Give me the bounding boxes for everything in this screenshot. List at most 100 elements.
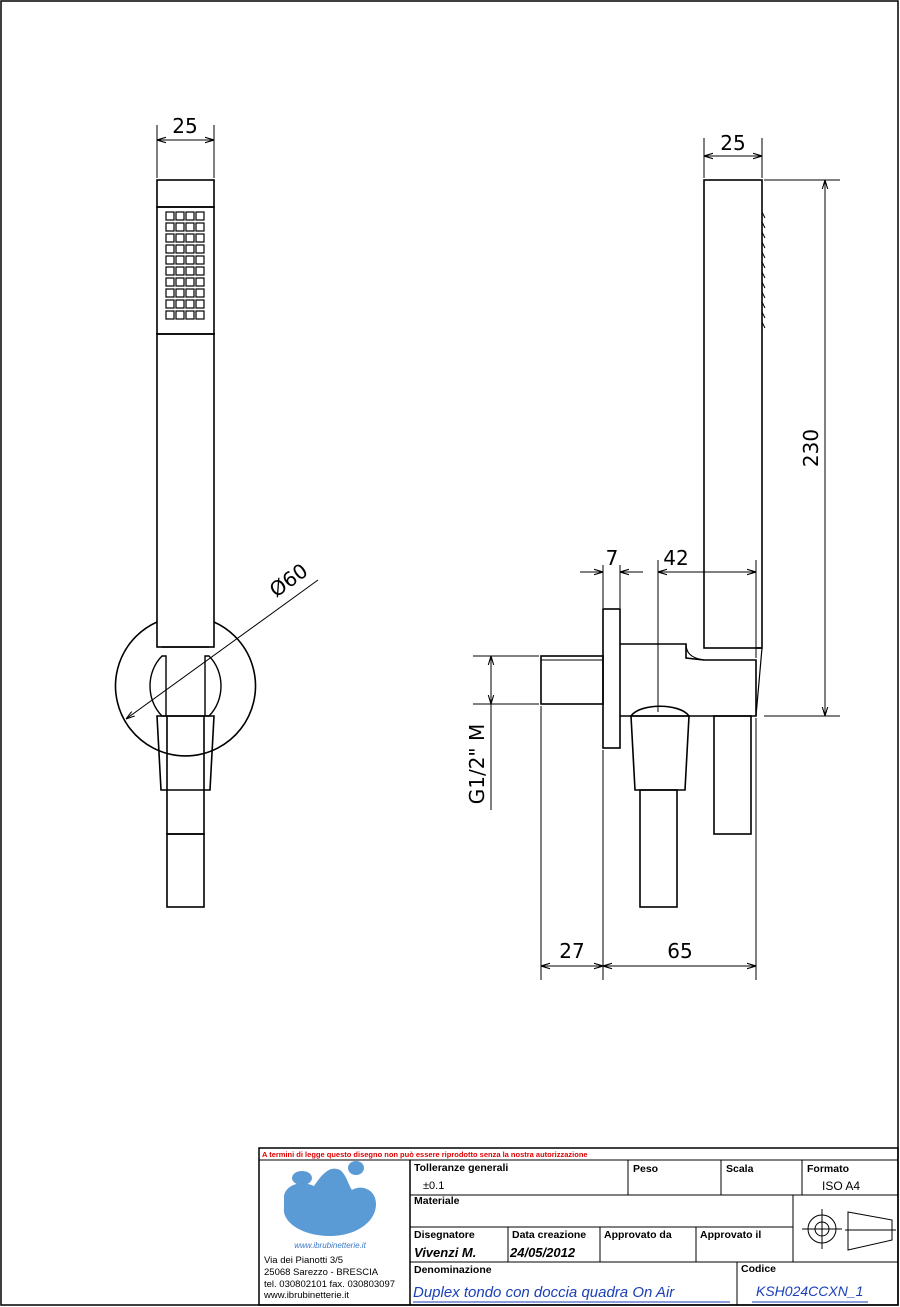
side-view	[540, 179, 766, 908]
logo-shape	[283, 1168, 376, 1236]
nozzle	[175, 211, 185, 221]
nozzle	[195, 211, 205, 221]
nozzle	[185, 244, 195, 254]
nozzle-grid	[165, 211, 205, 320]
nozzle	[185, 277, 195, 287]
nozzle	[195, 310, 205, 320]
hand-shower-handle	[156, 333, 215, 648]
inlet-pipe	[540, 655, 604, 705]
material-label: Materiale	[414, 1195, 460, 1207]
nozzle	[175, 266, 185, 276]
nozzle-edge-tick	[761, 231, 766, 239]
front-width-dimension	[156, 125, 215, 178]
name-value: Duplex tondo con doccia quadra On Air	[413, 1284, 675, 1301]
address-line1: Via dei Pianotti 3/5	[264, 1255, 343, 1266]
nozzle	[165, 255, 175, 265]
side-width-label: 25	[720, 131, 745, 155]
nozzle-edge-tick	[761, 321, 766, 329]
nozzle	[185, 288, 195, 298]
bracket-right-ear	[204, 655, 222, 717]
approved-on-label: Approvato il	[700, 1229, 761, 1241]
thread-label: G1/2" M	[465, 724, 489, 805]
nozzle	[185, 255, 195, 265]
ball-joint	[630, 705, 690, 717]
nozzle	[185, 299, 195, 309]
nozzle-edge-tick	[761, 251, 766, 259]
format-label: Formato	[807, 1163, 849, 1175]
bracket-circle	[114, 621, 257, 757]
weight-label: Peso	[633, 1163, 658, 1175]
nozzle	[165, 266, 175, 276]
name-label: Denominazione	[414, 1264, 492, 1276]
nozzle	[195, 244, 205, 254]
code-value: KSH024CCXN_1	[756, 1283, 863, 1299]
nozzle	[195, 255, 205, 265]
nozzle	[175, 255, 185, 265]
nozzle	[185, 266, 195, 276]
designer-label: Disegnatore	[414, 1229, 475, 1241]
code-label: Codice	[741, 1263, 776, 1275]
nozzle	[195, 266, 205, 276]
nozzle	[175, 310, 185, 320]
logo-website: www.ibrubinetterie.it	[294, 1241, 366, 1250]
diameter-label: Ø60	[265, 558, 312, 602]
nozzle	[185, 233, 195, 243]
nozzle	[175, 288, 185, 298]
tolerances-value: ±0.1	[423, 1180, 444, 1192]
nozzle	[175, 277, 185, 287]
nozzle-edge-tick	[761, 291, 766, 299]
flange-thickness-label: 7	[606, 546, 619, 570]
nozzle-edge-tick	[761, 221, 766, 229]
scale-label: Scala	[726, 1163, 754, 1175]
nozzle	[165, 233, 175, 243]
nozzle-edge-tick	[761, 311, 766, 319]
nozzle	[175, 222, 185, 232]
nozzle-edge-tick	[761, 211, 766, 219]
nozzle	[185, 211, 195, 221]
side-hose-pipe	[639, 789, 678, 908]
bottom-pipe	[713, 715, 752, 835]
company-phone: tel. 030802101 fax. 030803097	[264, 1279, 395, 1290]
diameter-dimension	[126, 579, 319, 719]
nozzle	[195, 233, 205, 243]
bracket-left-ear	[149, 655, 167, 717]
approved-by-label: Approvato da	[604, 1229, 672, 1241]
side-height-label: 230	[799, 429, 823, 467]
bracket-body	[620, 643, 757, 717]
nozzle	[165, 222, 175, 232]
format-value: ISO A4	[822, 1179, 860, 1193]
nozzle	[195, 299, 205, 309]
wall-flange	[602, 608, 621, 749]
copyright-warning: A termini di legge questo disegno non pu…	[262, 1150, 588, 1159]
front-width-label: 25	[172, 114, 197, 138]
tolerances-label: Tolleranze generali	[414, 1162, 508, 1174]
depth-left-label: 27	[559, 939, 584, 963]
hand-shower-head	[156, 179, 215, 208]
hose-sleeve	[166, 715, 205, 835]
nozzle	[165, 299, 175, 309]
nozzle	[175, 233, 185, 243]
nozzle	[195, 277, 205, 287]
nozzle-edge-tick	[761, 271, 766, 279]
address-line2: 25068 Sarezzo - BRESCIA	[264, 1267, 379, 1278]
title-block	[258, 1147, 899, 1306]
nozzle-edge-tick	[761, 261, 766, 269]
designer-value: Vivenzi M.	[414, 1245, 476, 1260]
company-website: www.ibrubinetterie.it	[263, 1290, 349, 1301]
nozzle	[195, 288, 205, 298]
nozzle	[185, 222, 195, 232]
front-view	[114, 179, 257, 908]
side-shower-body	[703, 179, 763, 649]
depth-right-label: 65	[667, 939, 692, 963]
nozzle	[165, 277, 175, 287]
nozzle	[165, 211, 175, 221]
nozzle-edge-tick	[761, 281, 766, 289]
created-label: Data creazione	[512, 1229, 586, 1241]
hose-end	[166, 833, 205, 908]
nozzle-edge-tick	[761, 301, 766, 309]
nozzle	[175, 299, 185, 309]
offset-label: 42	[663, 546, 688, 570]
side-hose-connector	[630, 715, 690, 791]
